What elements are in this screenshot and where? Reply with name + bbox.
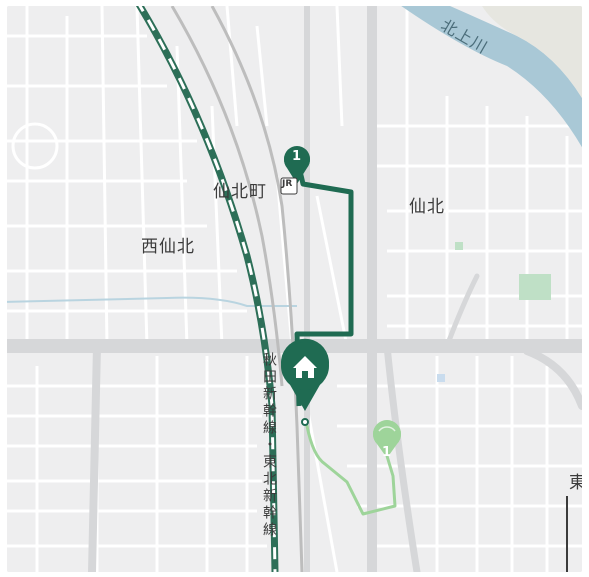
district-nishi-senboku-label: 西仙北 xyxy=(141,237,195,257)
dark-pin-number: 1 xyxy=(292,149,303,164)
jr-station-icon xyxy=(280,177,298,195)
light-pin-number: 1 xyxy=(382,445,393,460)
route-light[interactable] xyxy=(301,419,397,516)
railway-label: 秋田新幹線・東北新幹線 xyxy=(261,352,277,539)
roundabout xyxy=(11,122,59,170)
dark-pin[interactable] xyxy=(284,146,311,184)
map-view[interactable]: 北上川 仙北町 JR 仙北 西仙北 秋田新幹線・東北新幹線 東 1 1 xyxy=(7,6,582,572)
park-area-small xyxy=(455,242,463,250)
station-symbol: JR xyxy=(282,179,293,189)
station-label: 仙北町 xyxy=(213,182,267,202)
district-senboku-label: 仙北 xyxy=(409,197,445,217)
poi-square xyxy=(437,374,445,382)
map-canvas[interactable] xyxy=(7,6,582,572)
riverbank-area xyxy=(482,6,582,99)
stream xyxy=(7,296,297,307)
light-pin[interactable] xyxy=(372,420,402,458)
kitakami-river xyxy=(401,6,582,148)
home-marker[interactable] xyxy=(281,338,330,426)
park-area xyxy=(519,274,551,300)
home-icon xyxy=(293,356,317,378)
edge-char-label: 東 xyxy=(569,473,582,493)
